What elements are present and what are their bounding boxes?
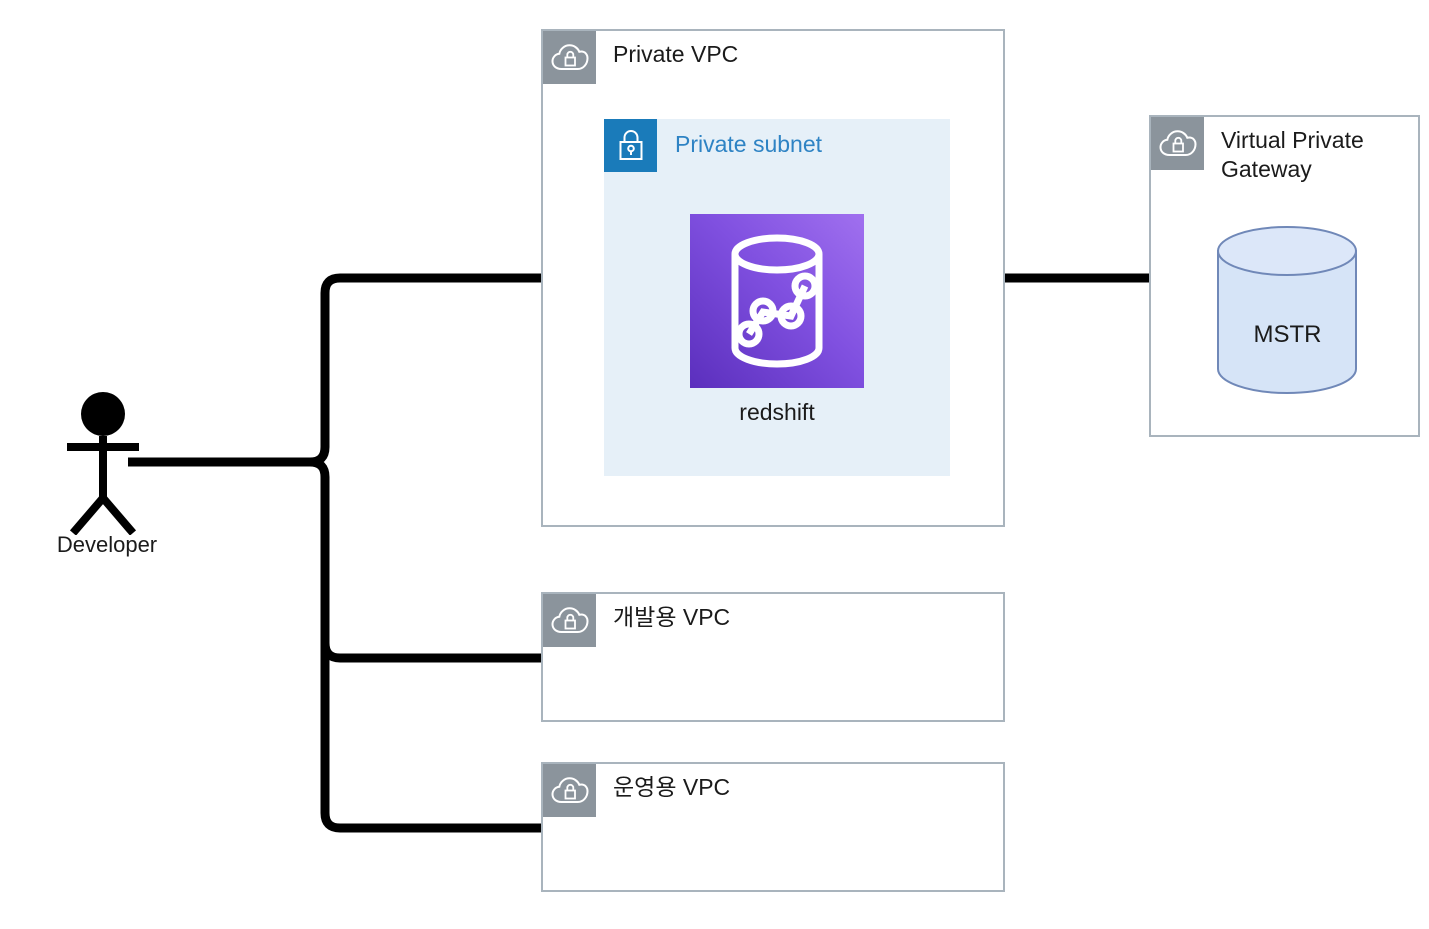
vpc-cloud-lock-icon-private-vpc	[543, 31, 596, 84]
vpc-cloud-lock-icon-dev-vpc	[543, 594, 596, 647]
group-title-dev-vpc: 개발용 VPC	[613, 604, 731, 630]
group-box-private-vpc[interactable]: Private VPC Private subnet	[541, 29, 1005, 527]
actor-label: Developer	[56, 532, 158, 557]
group-box-dev-vpc[interactable]: 개발용 VPC	[541, 592, 1005, 722]
group-box-virtual-private-gateway[interactable]: Virtual Private Gateway MSTR	[1149, 115, 1420, 437]
subnet-private-subnet[interactable]: Private subnet	[604, 119, 950, 476]
vpc-cloud-lock-icon-virtual-private-gateway	[1151, 117, 1204, 170]
group-title-private-vpc: Private VPC	[613, 41, 739, 67]
subnet-title-private-subnet: Private subnet	[675, 131, 823, 157]
actor-developer[interactable]: Developer	[57, 390, 157, 565]
padlock-icon-private-subnet	[604, 119, 657, 172]
database-label-mstr: MSTR	[1253, 321, 1322, 348]
stick-figure-icon	[67, 392, 139, 536]
group-box-prod-vpc[interactable]: 운영용 VPC	[541, 762, 1005, 892]
group-title-virtual-private-gateway: Virtual Private Gateway	[1221, 127, 1364, 182]
redshift-icon	[690, 214, 864, 388]
service-label-redshift: redshift	[739, 399, 815, 425]
database-node-mstr[interactable]: MSTR	[1215, 225, 1360, 395]
group-title-prod-vpc: 운영용 VPC	[613, 774, 731, 800]
vpc-cloud-lock-icon-prod-vpc	[543, 764, 596, 817]
database-cylinder-icon	[1217, 226, 1357, 394]
service-node-redshift[interactable]: redshift	[690, 214, 864, 426]
